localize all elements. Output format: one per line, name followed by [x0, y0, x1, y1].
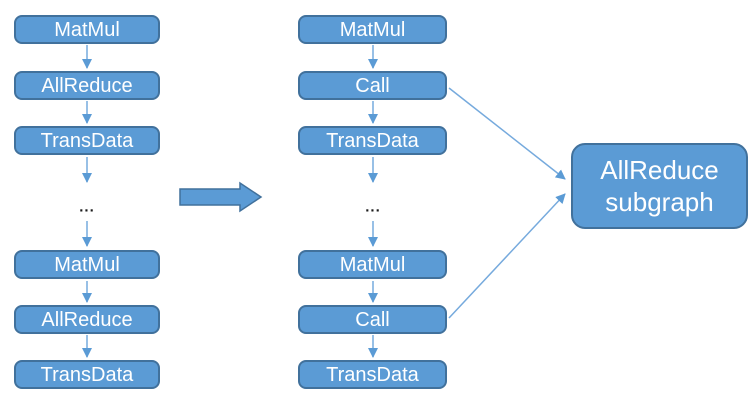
call-to-subgraph-arrow	[448, 193, 566, 319]
node-transdata-mid-2: TransData	[298, 360, 447, 389]
node-matmul-mid-2: MatMul	[298, 250, 447, 279]
transform-arrow-icon	[179, 181, 263, 213]
node-transdata-left-1: TransData	[14, 126, 160, 155]
node-transdata-left-2: TransData	[14, 360, 160, 389]
node-matmul-mid-1: MatMul	[298, 15, 447, 44]
ellipsis-middle: ...	[365, 198, 381, 216]
node-allreduce-subgraph: AllReduce subgraph	[571, 143, 748, 229]
ellipsis-left: ...	[79, 198, 95, 216]
node-call-2: Call	[298, 305, 447, 334]
call-to-subgraph-arrow	[448, 87, 566, 180]
node-matmul-left-2: MatMul	[14, 250, 160, 279]
node-transdata-mid-1: TransData	[298, 126, 447, 155]
node-matmul-left-1: MatMul	[14, 15, 160, 44]
node-call-1: Call	[298, 71, 447, 100]
node-allreduce-left-2: AllReduce	[14, 305, 160, 334]
node-allreduce-left-1: AllReduce	[14, 71, 160, 100]
